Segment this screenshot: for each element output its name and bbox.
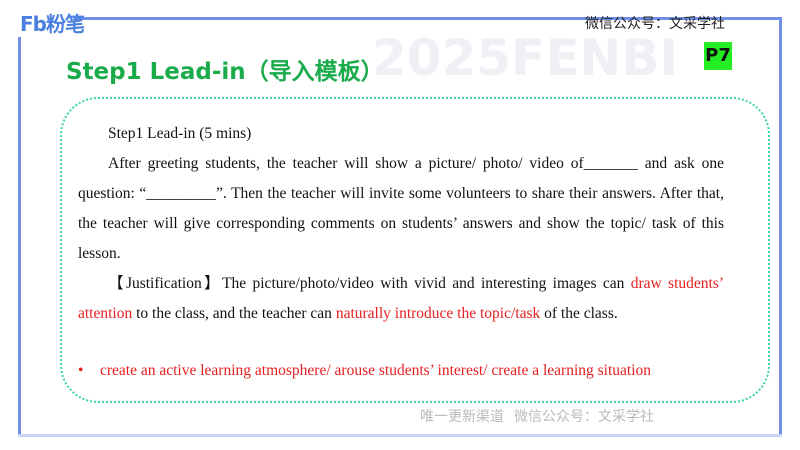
bullet-text: create an active learning atmosphere/ ar… bbox=[100, 362, 652, 379]
slide-title: Step1 Lead-in（导入模板） bbox=[66, 59, 384, 85]
page-badge: P7 bbox=[704, 42, 732, 70]
emphasis-text: naturally introduce the topic/task bbox=[335, 305, 541, 322]
diagonal-watermark: 唯一更新渠道微信公众号：文采学社 bbox=[420, 407, 664, 427]
emphasis-text: draw students’ attention bbox=[78, 275, 724, 322]
fenbi-logo: Fb粉笔 bbox=[20, 12, 85, 36]
frame-left-border bbox=[18, 37, 21, 437]
background-watermark: 2025FENBI bbox=[372, 29, 679, 87]
bullet-item: • create an active learning atmosphere/ a… bbox=[78, 362, 651, 380]
section-heading: Step1 Lead-in (5 mins) bbox=[108, 125, 252, 142]
justification-paragraph: 【Justification】The picture/photo/video w… bbox=[78, 269, 724, 329]
frame-right-border bbox=[779, 17, 782, 437]
watermark-line: 唯一更新渠道 bbox=[420, 409, 504, 425]
wechat-account-label: 微信公众号：文采学社 bbox=[585, 16, 725, 32]
watermark-line: 微信公众号：文采学社 bbox=[514, 409, 654, 425]
bullet-icon: • bbox=[78, 362, 84, 379]
justification-text: to the class, and the teacher can bbox=[132, 305, 336, 322]
justification-text: of the class. bbox=[540, 305, 618, 322]
frame-bottom-border bbox=[18, 434, 782, 437]
justification-text: The picture/photo/video with vivid and i… bbox=[222, 275, 631, 292]
content-box bbox=[60, 97, 770, 403]
frame-top-border bbox=[75, 17, 782, 20]
procedure-paragraph: After greeting students, the teacher wil… bbox=[78, 155, 724, 262]
justification-label: 【Justification】 bbox=[108, 275, 223, 292]
